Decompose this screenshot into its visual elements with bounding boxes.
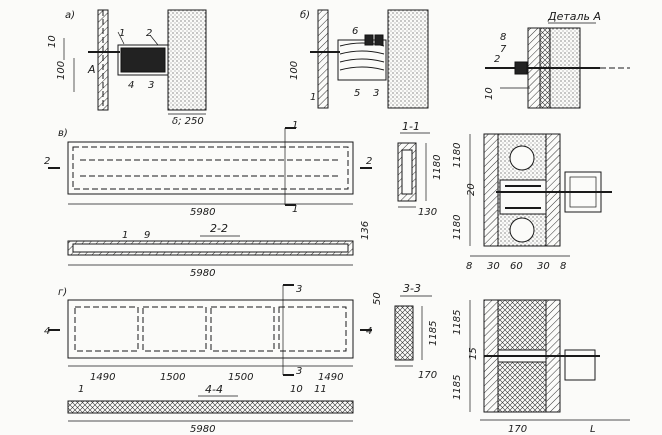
svg-text:170: 170	[508, 424, 527, 435]
svg-text:2-2: 2-2	[210, 222, 228, 235]
svg-text:1185: 1185	[452, 375, 463, 400]
svg-text:1180: 1180	[452, 143, 463, 168]
svg-text:3: 3	[373, 88, 379, 99]
label-detail-a: Деталь А	[547, 10, 601, 23]
wall-column-b	[317, 9, 329, 109]
svg-text:1: 1	[310, 92, 316, 103]
section-3-3-body	[394, 305, 414, 361]
svg-text:100: 100	[56, 61, 67, 80]
label-view-g: г)	[58, 287, 67, 298]
svg-text:1: 1	[292, 120, 298, 131]
label-view-a: а)	[65, 10, 75, 21]
joint-detail-upper: 1180 20 1180 8 30 60 30 8	[452, 133, 612, 272]
joint-lower-panel-bottom	[497, 361, 547, 413]
svg-text:136: 136	[360, 221, 371, 240]
wall-panel-b	[387, 9, 429, 109]
svg-text:1: 1	[119, 28, 125, 39]
beam-plan-v	[67, 141, 354, 195]
svg-text:100: 100	[289, 61, 300, 80]
svg-text:3: 3	[296, 284, 302, 295]
svg-text:5980: 5980	[190, 268, 215, 279]
svg-text:50: 50	[372, 292, 383, 305]
detail-a: Деталь А 8 7 2 10	[484, 10, 630, 109]
svg-text:4: 4	[128, 80, 134, 91]
view-b: б) 100 6 1 5 3	[289, 9, 429, 109]
svg-text:3: 3	[148, 80, 154, 91]
svg-text:8: 8	[466, 261, 472, 272]
svg-text:1: 1	[78, 384, 84, 395]
svg-text:1: 1	[122, 230, 128, 241]
section-2-2: 2-2 1 9 136 5980	[67, 221, 371, 279]
svg-text:3: 3	[296, 366, 302, 377]
svg-text:60: 60	[510, 261, 523, 272]
svg-text:8: 8	[560, 261, 566, 272]
svg-text:11: 11	[314, 384, 327, 395]
bracket-b	[337, 39, 387, 81]
svg-text:2: 2	[494, 54, 500, 65]
svg-text:10: 10	[290, 384, 303, 395]
svg-text:1490: 1490	[90, 372, 115, 383]
svg-text:L: L	[590, 424, 596, 435]
svg-text:20: 20	[466, 183, 477, 196]
svg-text:1180: 1180	[432, 155, 443, 180]
marker-a: А	[87, 63, 96, 76]
svg-text:3-3: 3-3	[403, 282, 421, 295]
beam-plan-g	[67, 299, 354, 359]
svg-text:10: 10	[47, 35, 58, 48]
svg-text:2: 2	[366, 156, 372, 167]
tie-plate-a	[120, 47, 166, 73]
svg-text:2: 2	[44, 156, 50, 167]
svg-text:4-4: 4-4	[205, 383, 223, 396]
wall-panel-a	[167, 9, 207, 111]
svg-text:15: 15	[468, 347, 479, 360]
beam-section-4-4	[67, 400, 354, 414]
svg-text:1500: 1500	[228, 372, 253, 383]
svg-text:170: 170	[418, 370, 437, 381]
svg-text:6: 6	[352, 26, 358, 37]
svg-text:30: 30	[487, 261, 500, 272]
view-a: а) 10 100 А 1 2 4 3 δ; 250	[47, 9, 207, 127]
svg-text:1185: 1185	[428, 321, 439, 346]
svg-text:1180: 1180	[452, 215, 463, 240]
svg-text:7: 7	[500, 44, 507, 55]
svg-text:30: 30	[537, 261, 550, 272]
svg-text:8: 8	[500, 32, 506, 43]
label-view-v: в)	[58, 128, 68, 139]
svg-text:1-1: 1-1	[402, 120, 420, 133]
svg-text:1: 1	[292, 204, 298, 215]
svg-text:1500: 1500	[160, 372, 185, 383]
joint-lower-anchor	[564, 349, 596, 381]
view-v: в) 1 1 2 2 5980	[44, 120, 372, 218]
label-view-b: б)	[300, 9, 310, 21]
svg-text:5: 5	[354, 88, 360, 99]
section-1-1: 1-1 1180 130	[397, 120, 443, 218]
svg-text:4: 4	[366, 326, 372, 337]
svg-text:130: 130	[418, 207, 437, 218]
joint-detail-lower: 1185 15 1185 170 L	[452, 299, 630, 435]
svg-text:5980: 5980	[190, 207, 215, 218]
svg-text:5980: 5980	[190, 424, 215, 435]
svg-text:2: 2	[146, 28, 152, 39]
joint-lower-panel-top	[497, 299, 547, 351]
svg-text:δ; 250: δ; 250	[172, 116, 204, 127]
svg-text:1490: 1490	[318, 372, 343, 383]
svg-text:1185: 1185	[452, 310, 463, 335]
svg-text:4: 4	[44, 326, 50, 337]
view-g: г) 3 3 4 4 1490 1500 1500 1490	[44, 284, 372, 383]
section-4-4: 4-4 1 10 11 5980	[67, 383, 354, 435]
section-3-3: 3-3 50 1185 170	[372, 282, 439, 381]
svg-text:10: 10	[484, 87, 495, 100]
svg-text:9: 9	[144, 230, 150, 241]
